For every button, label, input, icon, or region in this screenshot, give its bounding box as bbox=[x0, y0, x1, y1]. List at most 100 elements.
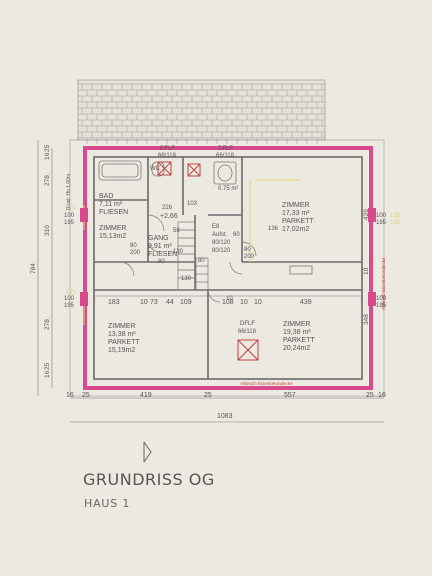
drawing-subtitle: HAUS 1 bbox=[84, 497, 131, 510]
dim-middle-8: 439 bbox=[300, 299, 312, 306]
room-gang-floor: FLIESEN bbox=[148, 251, 177, 258]
window-left-0: 100 bbox=[64, 213, 75, 219]
room-zimmer-sw-floor: PARKETT bbox=[108, 339, 140, 346]
room-zimmer-se-area2: 20,24m2 bbox=[283, 345, 310, 352]
dim-small-4: 136 bbox=[268, 226, 279, 232]
dim-bottom-total: 1083 bbox=[217, 413, 233, 420]
window-left-faded-0: 170 bbox=[66, 206, 77, 212]
room-zimmer-se-area: 19,38 m² bbox=[283, 329, 311, 336]
window-left-1: 195 bbox=[64, 220, 75, 226]
dim-80-c: 80 bbox=[198, 258, 205, 264]
dim-200-a: 200 bbox=[130, 250, 141, 256]
dflf-top-right-size: 66/118 bbox=[216, 153, 235, 159]
dim-middle-0: 183 bbox=[108, 299, 120, 306]
dflf-center-label: DFLF bbox=[240, 321, 255, 327]
dim-middle-1: 10 bbox=[140, 299, 148, 306]
wc-label: WC bbox=[150, 166, 161, 172]
dim-80-b: 80 bbox=[244, 247, 251, 253]
stair-size: 80/120 bbox=[212, 240, 231, 246]
outer-wall-inner-line bbox=[93, 156, 363, 380]
dim-middle-6: 10 bbox=[240, 299, 248, 306]
dim-bottom-2: 419 bbox=[140, 392, 152, 399]
dim-left-0: 16 bbox=[44, 152, 51, 160]
wc-area-label: 0.75 m² bbox=[218, 186, 238, 192]
dim-right-2: 348 bbox=[363, 314, 370, 325]
dim-226: 226 bbox=[162, 205, 173, 211]
dim-bottom-3: 25 bbox=[204, 392, 212, 399]
dim-left-2: 278 bbox=[44, 175, 51, 186]
dim-right-1: 10 bbox=[363, 267, 370, 275]
door-swings bbox=[119, 214, 257, 303]
left-window-note: Brüst. Hn 1,00m bbox=[66, 174, 72, 210]
dim-middle-5: 108 bbox=[222, 299, 234, 306]
outer-wall-pink bbox=[83, 146, 373, 390]
dim-small-1: 58 bbox=[173, 228, 180, 234]
dim-middle-4: 109 bbox=[180, 299, 192, 306]
window-left-faded-1: 170 bbox=[66, 290, 77, 296]
dimension-lines bbox=[37, 140, 384, 423]
dim-middle-7: 10 bbox=[254, 299, 262, 306]
dim-bottom-5: 25 bbox=[366, 392, 374, 399]
dflf-top-right-label: DFLF bbox=[218, 146, 233, 152]
window-right-3: 195 bbox=[376, 303, 387, 309]
dim-left-1: 25 bbox=[44, 144, 51, 152]
north-arrow bbox=[143, 441, 152, 463]
dim-small-7: 130 bbox=[181, 276, 192, 282]
roof-tiles bbox=[77, 79, 326, 144]
dim-bottom-6: 16 bbox=[378, 392, 386, 399]
dim-200-b: 200 bbox=[244, 254, 255, 260]
dim-80-a: 80 bbox=[130, 243, 137, 249]
dflf-top-left-label: DFLF bbox=[160, 146, 175, 152]
room-gang-name: GANG bbox=[148, 235, 169, 242]
dflf-center-size: 66/118 bbox=[238, 329, 257, 335]
room-zimmer-ne-name: ZIMMER bbox=[282, 202, 310, 209]
dim-small-5: 60 bbox=[233, 232, 240, 238]
dim-small-3: 10 bbox=[226, 296, 233, 302]
roof-window-marks bbox=[157, 161, 259, 361]
dim-bottom-1: 25 bbox=[82, 392, 90, 399]
drawing-title: GRUNDRISS OG bbox=[83, 470, 215, 489]
room-zimmer-se-floor: PARKETT bbox=[283, 337, 315, 344]
stair-note: Aufst. bbox=[212, 232, 228, 238]
room-gang-area: 9,91 m² bbox=[148, 243, 172, 250]
room-zimmer-sw-area2: 15,19m2 bbox=[108, 347, 135, 354]
window-left-2: 100 bbox=[64, 296, 75, 302]
window-right-faded-0: 135 bbox=[390, 213, 401, 219]
room-bad-area: 7,11 m² bbox=[99, 201, 123, 208]
room-zimmer-ne-floor: PARKETT bbox=[282, 218, 314, 225]
dim-bottom-4: 557 bbox=[284, 392, 296, 399]
dim-right-0: 426 bbox=[363, 209, 370, 220]
dim-middle-2: 73 bbox=[150, 299, 158, 306]
room-zimmer-ne-area2: 17,02m2 bbox=[282, 226, 309, 233]
stair-label: E8 bbox=[212, 224, 220, 230]
window-right-2: 100 bbox=[376, 296, 387, 302]
room-zimmer-sw-name: ZIMMER bbox=[108, 323, 136, 330]
room-zimmer-se-name: ZIMMER bbox=[283, 321, 311, 328]
stair-size-2: 80/120 bbox=[212, 248, 231, 254]
window-markers bbox=[80, 208, 376, 306]
window-right-faded-1: 135 bbox=[390, 220, 401, 226]
dim-bottom-0: 16 bbox=[66, 392, 74, 399]
dim-left-3: 310 bbox=[44, 225, 51, 236]
window-right-0: 100 bbox=[376, 213, 387, 219]
dim-small-0: 103 bbox=[187, 201, 198, 207]
window-right-1: 195 bbox=[376, 220, 387, 226]
dim-small-6: 130 bbox=[173, 249, 184, 255]
bathroom-fixtures bbox=[98, 160, 237, 185]
side-note-right: Abbruch Eisenbetondecke bbox=[381, 257, 386, 310]
dim-left-6: 16 bbox=[44, 370, 51, 378]
dim-left-5: 25 bbox=[44, 362, 51, 370]
radiator bbox=[289, 265, 313, 275]
room-bad-floor: FLIESEN bbox=[99, 209, 128, 216]
room-zimmer-sw-area: 13,38 m² bbox=[108, 331, 136, 338]
ceiling-note: Abbruch Eisenbetondecke bbox=[240, 381, 293, 386]
dim-left-4: 278 bbox=[44, 319, 51, 330]
room-zimmer-nw-area: 15,13m2 bbox=[99, 233, 126, 240]
dim-middle-3: 44 bbox=[166, 299, 174, 306]
dflf-top-left-size: 66/118 bbox=[158, 153, 177, 159]
window-left-3: 195 bbox=[64, 303, 75, 309]
room-zimmer-ne-area: 17,33 m² bbox=[282, 210, 310, 217]
